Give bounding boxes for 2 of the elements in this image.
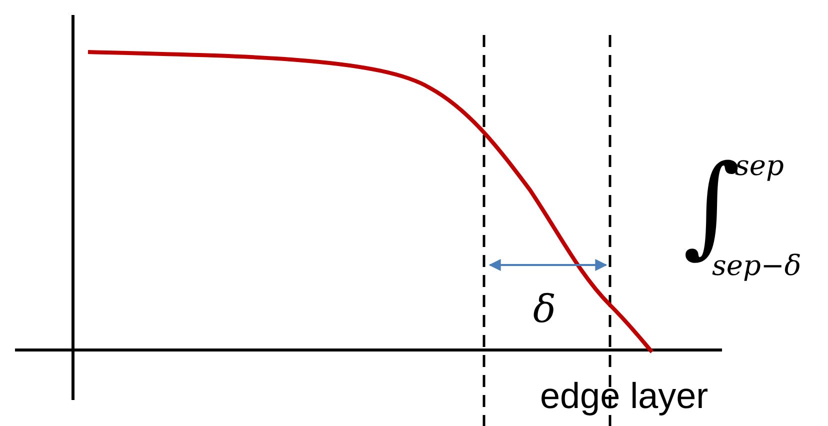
delta-symbol: δ [533, 290, 556, 328]
region-label: edge layer [540, 378, 708, 414]
